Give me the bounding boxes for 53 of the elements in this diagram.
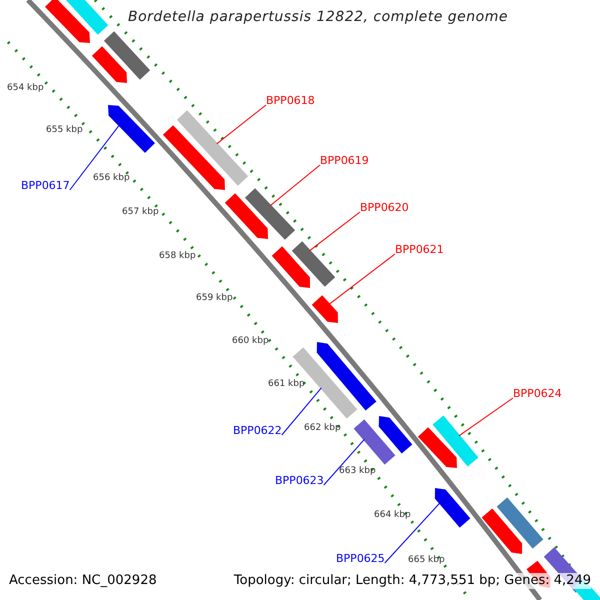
leader-line	[309, 212, 360, 252]
gene-label: BPP0622	[233, 424, 282, 437]
leader-line	[270, 164, 320, 206]
gene-label: BPP0617	[21, 179, 70, 192]
gene-bar	[64, 0, 108, 35]
tick-label: 655 kbp	[46, 125, 83, 136]
leader-line	[384, 502, 440, 564]
gene-bar	[244, 188, 296, 240]
gene-label: BPP0618	[266, 94, 315, 107]
gene-label: BPP0624	[513, 387, 562, 400]
gene-bar	[92, 46, 127, 83]
gene-bar	[162, 125, 225, 190]
gene-label: BPP0620	[360, 201, 409, 214]
tick-label: 665 kbp	[408, 555, 445, 566]
tick-label: 658 kbp	[159, 251, 196, 262]
gene-bar	[312, 295, 338, 323]
gene-bar	[434, 488, 470, 528]
gene-bar	[418, 427, 457, 468]
leader-line	[328, 254, 396, 305]
title: Bordetella parapertussis 12822, complete genome	[128, 8, 508, 26]
gene-bar	[45, 0, 90, 43]
tick-label: 657 kbp	[122, 207, 159, 218]
footer-text: Accession: NC_002928	[9, 573, 157, 589]
gene-bar	[272, 246, 310, 288]
gene-bar	[292, 241, 336, 287]
gene-bar	[224, 193, 268, 239]
tick-label: 662 kbp	[304, 423, 341, 434]
gene-bar	[432, 416, 478, 466]
gene-bar	[496, 497, 544, 549]
gene-bar	[176, 110, 248, 186]
gene-bar	[316, 342, 376, 410]
gene-label: BPP0619	[320, 154, 369, 167]
gene-label: BPP0623	[275, 474, 324, 487]
gene-label: BPP0621	[395, 243, 444, 256]
tick-label: 660 kbp	[232, 336, 269, 347]
tick-label: 664 kbp	[374, 510, 411, 521]
leader-line	[281, 387, 322, 436]
tick-label: 654 kbp	[7, 83, 44, 94]
footer-text: Topology: circular; Length: 4,773,551 bp; Genes: 4,249	[234, 573, 591, 589]
gene-bar	[104, 31, 150, 80]
tick-label: 656 kbp	[93, 173, 130, 184]
gene-label: BPP0625	[336, 552, 385, 565]
gene-bar	[482, 508, 522, 554]
leader-line	[458, 398, 514, 436]
leader-line	[216, 104, 266, 144]
leader-line	[69, 124, 120, 190]
tick-label: 659 kbp	[196, 293, 233, 304]
tick-label: 663 kbp	[339, 466, 376, 477]
gene-bar	[378, 416, 412, 454]
leader-line	[323, 438, 365, 486]
gene-bar	[354, 419, 396, 465]
tick-label: 661 kbp	[268, 379, 305, 390]
gene-bar	[108, 105, 155, 153]
